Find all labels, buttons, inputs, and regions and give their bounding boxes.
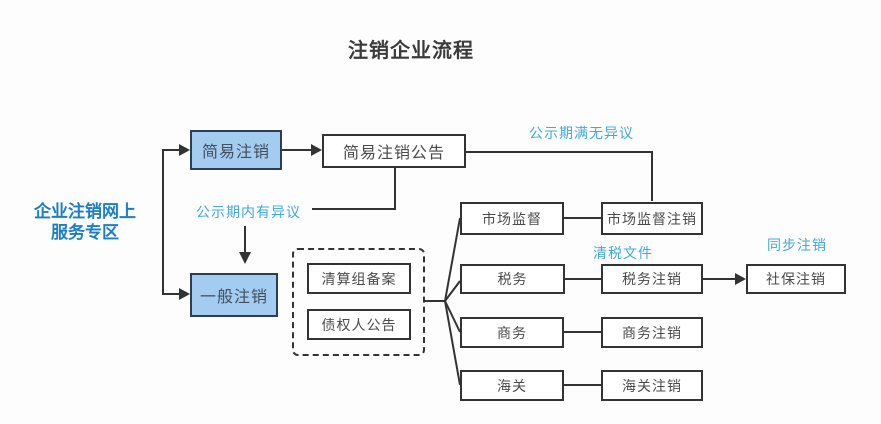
node-market-supervision-cancel: 市场监督注销	[601, 202, 703, 235]
node-commerce-cancel: 商务注销	[601, 317, 703, 348]
edge-fork-tax	[444, 280, 461, 302]
arrowhead-to-social-security	[735, 273, 746, 285]
node-simple-cancel-notice: 简易注销公告	[322, 134, 466, 168]
node-tax-cancel: 税务注销	[601, 264, 703, 294]
arrowhead-to-general-cancel	[179, 288, 190, 300]
node-liquidation-group-filing: 清算组备案	[307, 263, 411, 294]
diagram-title: 注销企业流程	[348, 40, 474, 62]
node-customs-cancel: 海关注销	[601, 370, 703, 401]
arrowhead-down-to-general-cancel	[239, 252, 251, 264]
edge-no-objection	[466, 151, 653, 201]
node-simple-cancel: 简易注销	[190, 130, 282, 170]
node-creditor-notice: 债权人公告	[307, 309, 411, 340]
node-social-security-cancel: 社保注销	[746, 264, 846, 294]
edge-label-publicity-objection: 公示期内有异议	[196, 204, 301, 220]
arrowhead-to-simple-cancel	[179, 144, 190, 156]
edge-fork-market	[444, 217, 461, 302]
edge-label-synchronous-cancel: 同步注销	[767, 237, 827, 253]
node-customs: 海关	[460, 370, 564, 401]
node-market-supervision: 市场监督	[460, 202, 564, 235]
edge-label-publicity-no-objection: 公示期满无异议	[529, 125, 634, 141]
edge-fork-commerce	[444, 300, 461, 333]
node-general-cancel: 一般注销	[190, 273, 278, 317]
edge-entry-bracket	[162, 149, 179, 295]
node-commerce: 商务	[460, 317, 564, 348]
arrowhead-to-notice	[311, 144, 322, 156]
node-tax: 税务	[460, 264, 565, 294]
edge-objection	[312, 168, 396, 210]
edge-label-tax-clearance: 清税文件	[593, 245, 653, 261]
entry-label-service-zone: 企业注销网上 服务专区	[34, 202, 136, 243]
edge-fork-customs	[444, 300, 461, 386]
group-liquidation-dashed	[292, 248, 425, 356]
